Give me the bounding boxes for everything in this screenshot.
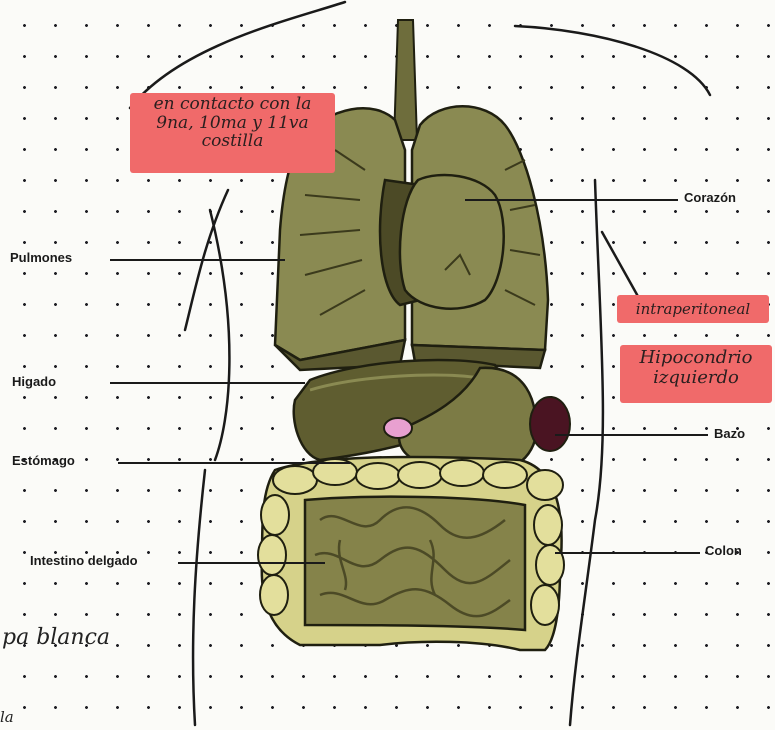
trachea	[394, 20, 417, 140]
spleen	[530, 397, 570, 451]
label-intestino-delgado: Intestino delgado	[30, 553, 138, 568]
note-hipocondrio-line1: Hipocondrio	[620, 348, 772, 368]
partial-note-left: pa blanca	[2, 625, 110, 650]
note-rib-line1: en contacto con la	[130, 95, 335, 114]
heart	[380, 175, 504, 309]
note-rib-line2: 9na, 10ma y 11va	[130, 114, 335, 133]
label-estomago: Estómago	[12, 453, 75, 468]
partial-note-bottom-left: la	[0, 708, 14, 726]
label-pulmones: Pulmones	[10, 250, 72, 265]
note-hipocondrio: Hipocondrio izquierdo	[620, 345, 772, 403]
label-corazon: Corazón	[684, 190, 736, 205]
intestines	[258, 457, 564, 650]
label-colon: Colon	[705, 543, 742, 558]
gallbladder	[384, 418, 412, 438]
note-intraperitoneal: intraperitoneal	[617, 295, 769, 323]
note-hipocondrio-line2: izquierdo	[620, 368, 772, 388]
note-intraperitoneal-text: intraperitoneal	[617, 295, 769, 323]
note-rib-contact: en contacto con la 9na, 10ma y 11va cost…	[130, 93, 335, 173]
label-higado: Higado	[12, 374, 56, 389]
note-rib-line3: costilla	[130, 132, 335, 151]
label-bazo: Bazo	[714, 426, 745, 441]
